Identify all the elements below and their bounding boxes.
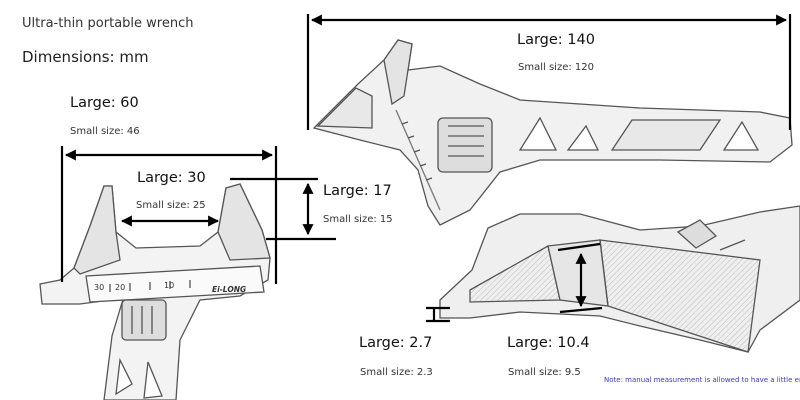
scale-mark-20: 20 [115,283,125,292]
head-width-large-label: Large: 60 [70,95,139,111]
measurement-error-note: Note: manual measurement is allowed to h… [604,376,800,384]
jaw-opening-small-label: Small size: 25 [136,200,206,211]
jaw-opening-large-label: Large: 30 [137,170,206,186]
length-large-label: Large: 140 [517,32,595,48]
tip-thickness-small-label: Small size: 2.3 [360,367,433,378]
body-thickness-large-label: Large: 10.4 [507,335,590,351]
head-width-small-label: Small size: 46 [70,126,140,137]
scale-mark-10: 10 [164,281,174,290]
dimensions-unit-label: Dimensions: mm [22,48,149,66]
body-bottom-extension [559,306,603,314]
jaw-depth-small-label: Small size: 15 [323,214,393,225]
jaw-depth-large-label: Large: 17 [323,183,392,199]
brand-mark: Ei-LONG [212,285,246,294]
tip-thickness-large-label: Large: 2.7 [359,335,433,351]
product-title: Ultra-thin portable wrench [22,16,194,31]
body-top-extension [557,242,601,252]
wrench-side-view [439,205,800,353]
scale-mark-30: 30 [94,283,104,292]
length-small-label: Small size: 120 [518,62,594,73]
scale-labels: 30 20 10 Ei-LONG [94,281,246,294]
wrench-front-view [39,183,271,400]
body-thickness-small-label: Small size: 9.5 [508,367,581,378]
dimension-lines [60,14,792,323]
wrench-top-view [312,39,793,226]
